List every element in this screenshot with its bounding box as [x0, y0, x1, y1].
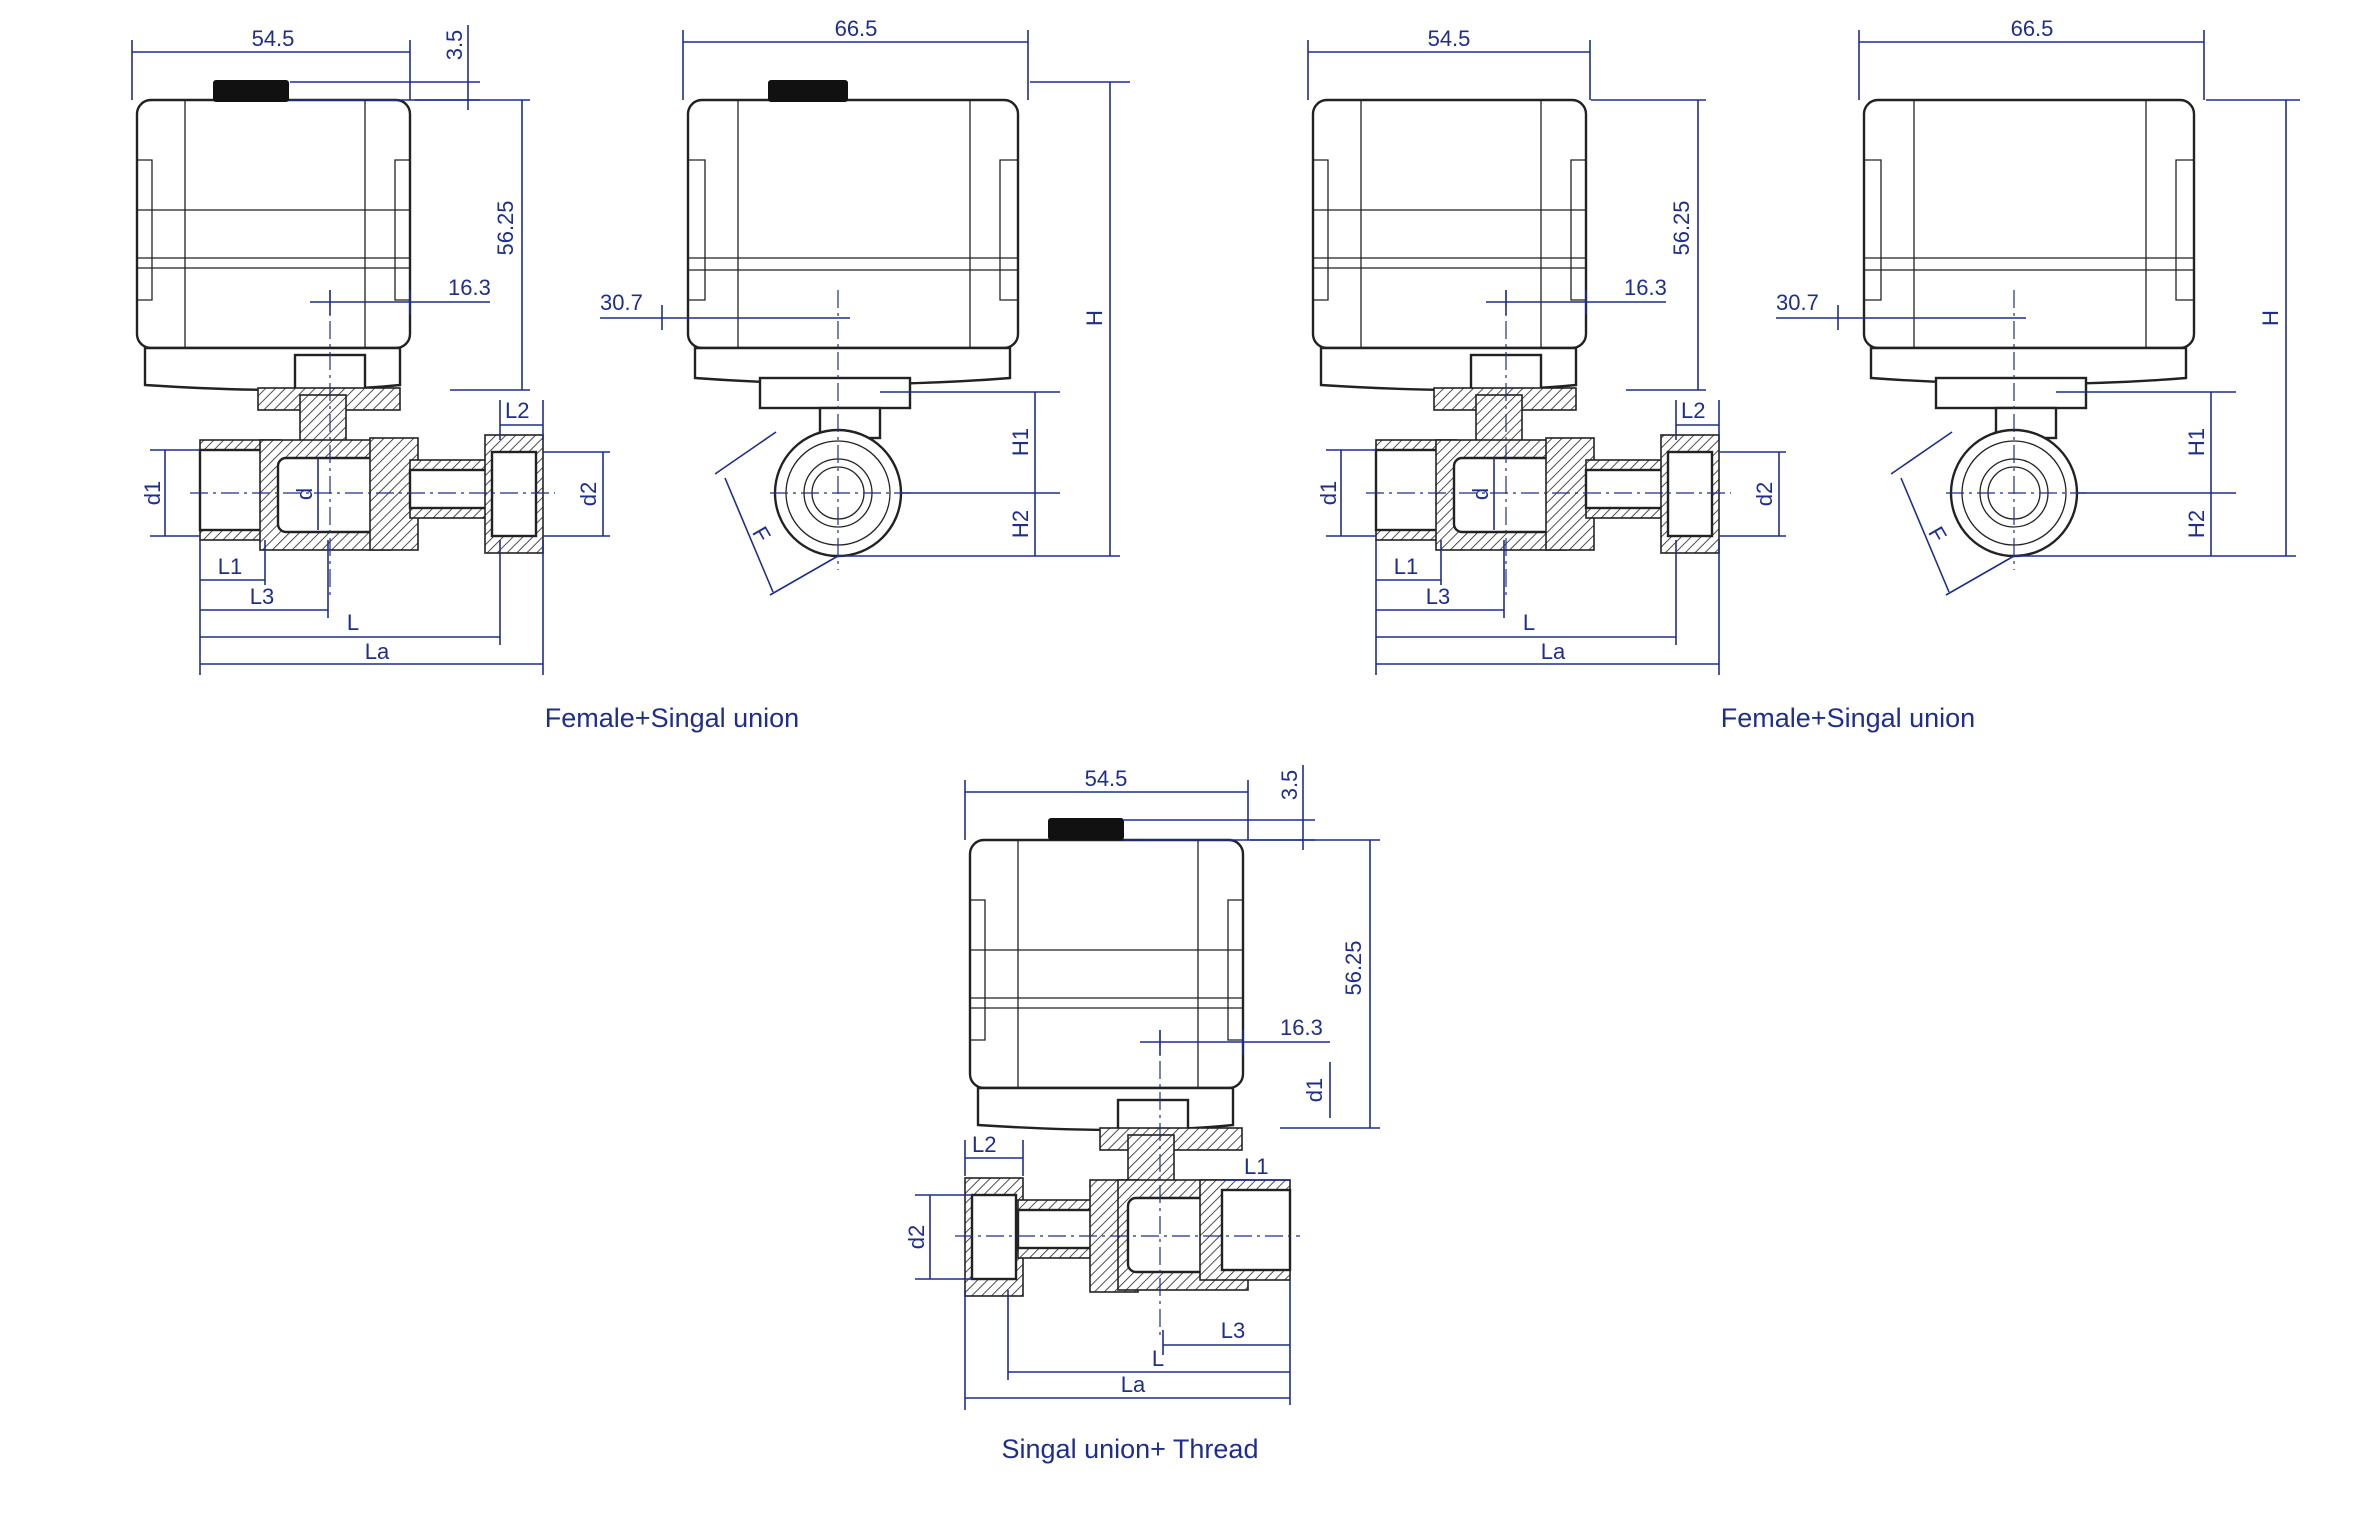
v1-La-label: La [365, 639, 390, 664]
v1-height-label: 56.25 [493, 200, 518, 255]
v2-La-label: La [1541, 639, 1566, 664]
v1-d1-label: d1 [140, 481, 165, 505]
view1-caption: Female+Singal union [545, 703, 799, 733]
actuator-housing [135, 98, 412, 350]
view1-front-dimensions: 54.5 3.5 56.25 16.3 L2 d1 d [131, 25, 610, 675]
view1-side: 66.5 30.7 H H1 H2 F [600, 16, 1130, 596]
v1-side-width-label: 66.5 [835, 16, 878, 41]
view2-caption: Female+Singal union [1721, 703, 1975, 733]
view3-front: 54.5 3.5 56.25 16.3 d1 L2 L1 d2 [904, 765, 1380, 1410]
v1-H1-label: H1 [1008, 428, 1033, 456]
v1-L-label: L [347, 610, 359, 635]
v1-offset-label: 30.7 [600, 290, 643, 315]
view1-side-dimensions: 66.5 30.7 H H1 H2 F [600, 16, 1130, 596]
v3-La-label: La [1121, 1372, 1146, 1397]
v1-L3-label: L3 [250, 584, 274, 609]
v3-d2-label: d2 [904, 1225, 929, 1249]
v2-offset-label: 30.7 [1776, 290, 1819, 315]
v2-H1-label: H1 [2184, 428, 2209, 456]
v1-L2-label: L2 [505, 398, 529, 423]
v2-L-label: L [1523, 610, 1535, 635]
view2-front-dimensions: 54.5 56.25 16.3 L2 d1 d d2 [1307, 26, 1786, 675]
v2-d-label: d [1468, 488, 1493, 500]
v2-L1-label: L1 [1394, 554, 1418, 579]
v2-H2-label: H2 [2184, 510, 2209, 538]
v3-L-label: L [1152, 1346, 1164, 1371]
manual-knob [213, 80, 289, 102]
v1-width-label: 54.5 [252, 26, 295, 51]
v3-stem-label: 16.3 [1280, 1015, 1323, 1040]
v3-d1-label: d1 [1302, 1078, 1327, 1102]
actuator-housing [1311, 98, 1588, 350]
v3-knob-label: 3.5 [1277, 770, 1302, 801]
v2-L3-label: L3 [1426, 584, 1450, 609]
v1-stem-label: 16.3 [448, 275, 491, 300]
view1-front: 54.5 3.5 56.25 16.3 L2 d1 d [131, 25, 610, 675]
view2-side-dimensions: 66.5 30.7 H H1 H2 F [1776, 16, 2300, 596]
v2-L2-label: L2 [1681, 398, 1705, 423]
manual-knob [1048, 818, 1124, 840]
v2-d2-label: d2 [1752, 482, 1777, 506]
v1-H2-label: H2 [1008, 510, 1033, 538]
v2-d1-label: d1 [1316, 481, 1341, 505]
v1-knob-label: 3.5 [442, 30, 467, 61]
v2-width-label: 54.5 [1428, 26, 1471, 51]
v3-width-label: 54.5 [1085, 766, 1128, 791]
v1-L1-label: L1 [218, 554, 242, 579]
view3-caption: Singal union+ Thread [1002, 1434, 1259, 1464]
v3-L1-label: L1 [1244, 1154, 1268, 1179]
v2-stem-label: 16.3 [1624, 275, 1667, 300]
manual-knob-side [768, 80, 848, 102]
view2-side: 66.5 30.7 H H1 H2 F [1776, 16, 2300, 596]
view3-front-dimensions: 54.5 3.5 56.25 16.3 d1 L2 L1 d2 [904, 765, 1380, 1410]
actuator-housing [968, 838, 1245, 1090]
v1-d2-label: d2 [576, 482, 601, 506]
v3-L3-label: L3 [1221, 1318, 1245, 1343]
v2-H-label: H [2258, 310, 2283, 326]
v2-side-width-label: 66.5 [2011, 16, 2054, 41]
view2-front: 54.5 56.25 16.3 L2 d1 d d2 [1307, 26, 1786, 675]
v1-d-label: d [292, 488, 317, 500]
v3-height-label: 56.25 [1341, 940, 1366, 995]
v1-H-label: H [1082, 310, 1107, 326]
v2-height-label: 56.25 [1669, 200, 1694, 255]
v3-L2-label: L2 [972, 1132, 996, 1157]
